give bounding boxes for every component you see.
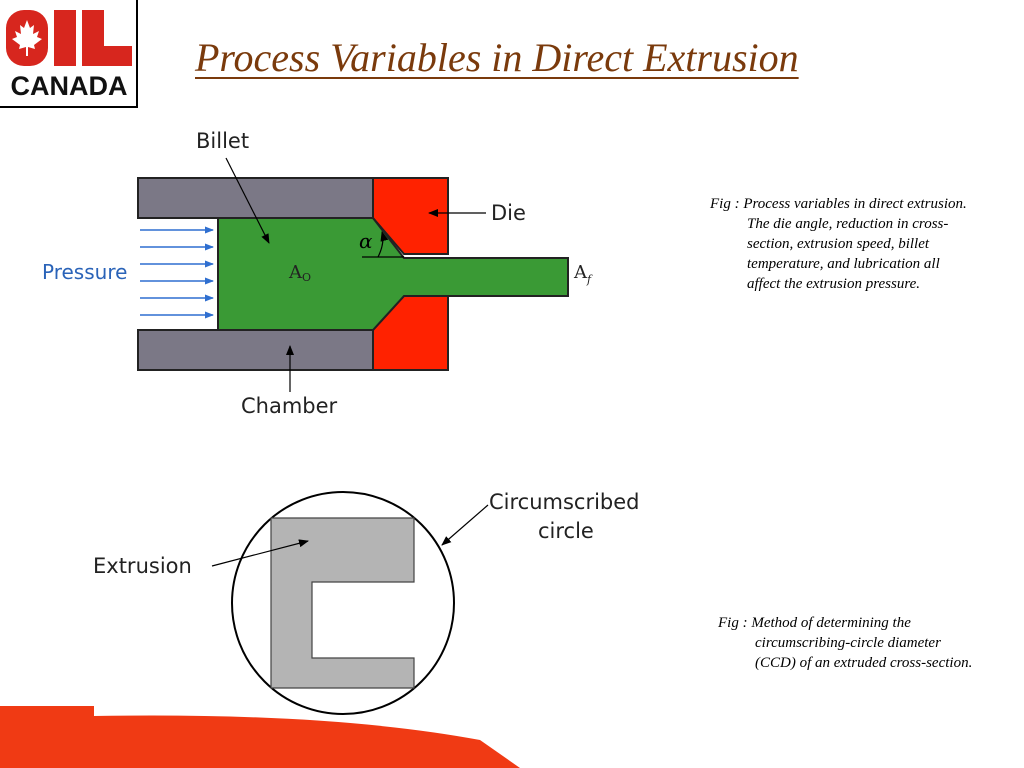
maple-leaf-icon bbox=[12, 20, 42, 56]
die-angle-arc bbox=[377, 231, 389, 258]
page-title: Process Variables in Direct Extrusion bbox=[195, 35, 799, 80]
chamber-bottom-wall bbox=[137, 329, 375, 371]
chamber-top-wall bbox=[137, 177, 375, 219]
figure2-caption: Fig : Method of determining the circumsc… bbox=[718, 615, 973, 671]
extrusion-label: Extrusion bbox=[93, 554, 192, 578]
logo-canada-text: CANADA bbox=[11, 71, 128, 101]
circumscribed-label-line2: circle bbox=[538, 519, 594, 543]
circumscribed-label-line1: Circumscribed bbox=[489, 490, 640, 514]
die-angle-label: α bbox=[359, 229, 373, 253]
die-top bbox=[372, 177, 449, 255]
logo-graphic: CANADA bbox=[6, 10, 132, 101]
logo-l-shape bbox=[82, 10, 132, 66]
extrusion-pointer bbox=[211, 539, 309, 567]
figure1-caption: Fig : Process variables in direct extrus… bbox=[710, 196, 967, 292]
footer-swoosh bbox=[0, 706, 520, 768]
circumscribed-pointer bbox=[441, 504, 489, 546]
final-area-label: Af bbox=[573, 262, 593, 286]
oil-canada-logo: CANADA bbox=[0, 0, 138, 108]
die-label: Die bbox=[491, 201, 526, 225]
pressure-arrows bbox=[140, 226, 214, 319]
billet-pointer bbox=[225, 157, 270, 244]
billet-label: Billet bbox=[196, 129, 249, 153]
pressure-label: Pressure bbox=[42, 260, 127, 284]
initial-area-label: AO bbox=[288, 262, 311, 284]
chamber-label: Chamber bbox=[241, 394, 338, 418]
logo-i-shape bbox=[54, 10, 76, 66]
extrusion-cross-section bbox=[270, 517, 415, 689]
